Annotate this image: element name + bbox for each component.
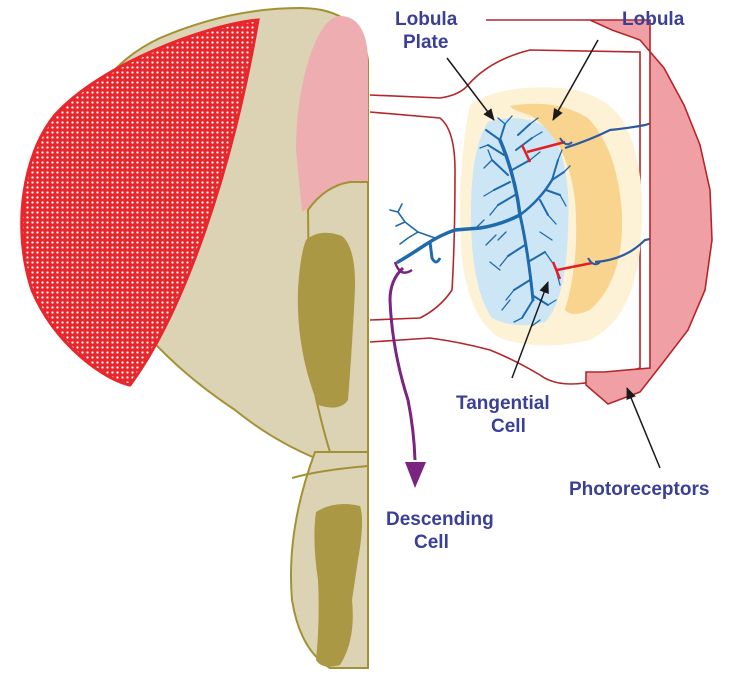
label-descending-2: Cell xyxy=(414,532,449,553)
photoreceptors-pointer xyxy=(627,388,660,468)
optic-lobe xyxy=(370,20,712,488)
optic-inner-line xyxy=(370,112,455,320)
tangential-bouton xyxy=(430,242,440,262)
label-tangential-1: Tangential xyxy=(456,393,550,414)
label-lobula: Lobula xyxy=(622,9,685,30)
fly-head xyxy=(22,8,368,668)
label-tangential-2: Cell xyxy=(491,416,526,437)
descending-cell-arrowhead xyxy=(405,462,426,488)
descending-cell-axon xyxy=(390,268,415,460)
tangential-output-arbor xyxy=(390,204,435,244)
label-lobula-plate-1: Lobula xyxy=(395,9,458,30)
label-photoreceptors: Photoreceptors xyxy=(569,479,709,500)
label-descending-1: Descending xyxy=(386,509,494,530)
label-lobula-plate-2: Plate xyxy=(403,32,448,53)
